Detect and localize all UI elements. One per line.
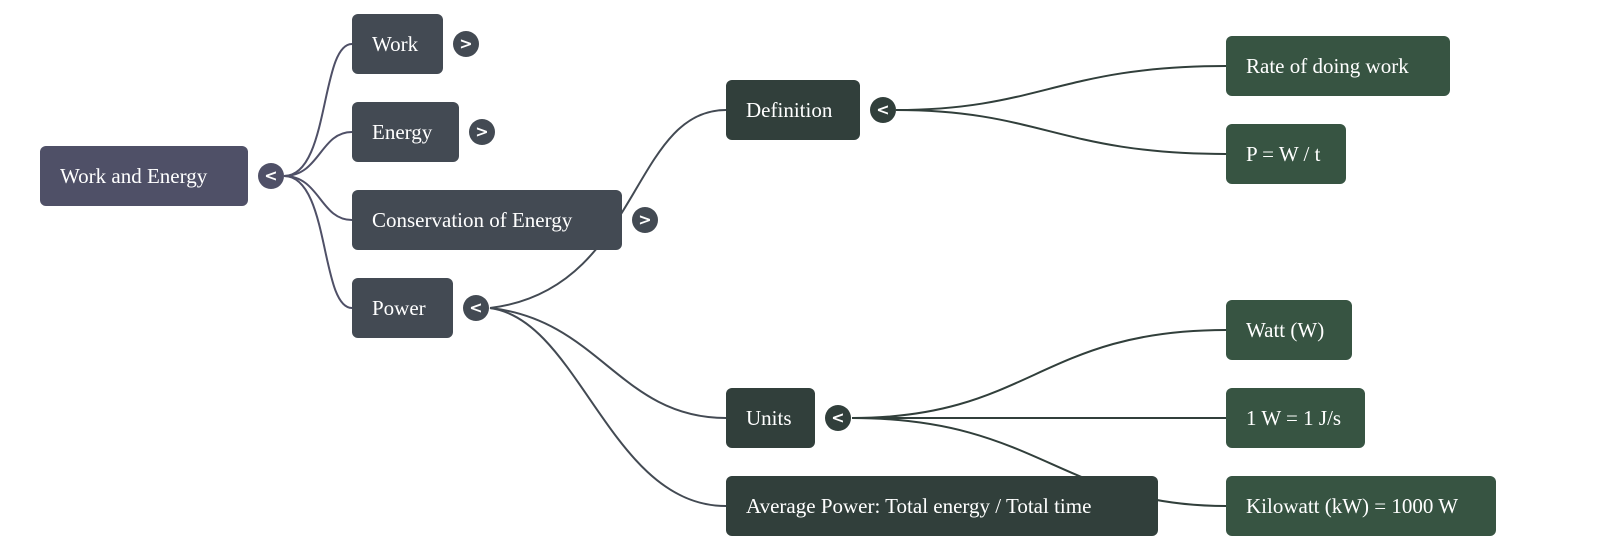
branch-node-energy[interactable]: Energy	[352, 102, 459, 162]
leaf-label: Watt (W)	[1246, 318, 1325, 342]
edge-definition-rate	[895, 65, 1227, 111]
subbranch-node-average-power[interactable]: Average Power: Total energy / Total time	[726, 476, 1158, 536]
subbranch-label-average-power: Average Power: Total energy / Total time	[746, 494, 1092, 518]
collapse-toggle-icon[interactable]: <	[825, 405, 851, 431]
subbranch-node-units[interactable]: Units	[726, 388, 815, 448]
edge-root-energy	[283, 131, 353, 177]
expand-toggle-icon[interactable]: >	[632, 207, 658, 233]
subbranch-label-units: Units	[746, 406, 792, 430]
leaf-label: Rate of doing work	[1246, 54, 1409, 78]
leaf-label: Kilowatt (kW) = 1000 W	[1246, 494, 1459, 518]
branch-label-conservation: Conservation of Energy	[372, 208, 573, 232]
expand-toggle-icon[interactable]: >	[469, 119, 495, 145]
branch-node-conservation-of-energy[interactable]: Conservation of Energy	[352, 190, 622, 250]
edge-units-watt	[851, 329, 1227, 419]
branch-node-work[interactable]: Work	[352, 14, 443, 74]
edge-definition-formula	[895, 109, 1227, 155]
leaf-node-watt-definition[interactable]: 1 W = 1 J/s	[1226, 388, 1365, 448]
leaf-node-watt[interactable]: Watt (W)	[1226, 300, 1352, 360]
collapse-toggle-icon[interactable]: <	[463, 295, 489, 321]
leaf-label: P = W / t	[1246, 142, 1321, 166]
edge-power-units	[489, 307, 727, 419]
branch-node-power[interactable]: Power	[352, 278, 453, 338]
edge-power-definition	[489, 109, 727, 309]
edge-root-power	[283, 175, 353, 309]
subbranch-label-definition: Definition	[746, 98, 833, 122]
branch-label-work: Work	[372, 32, 419, 56]
root-node-label: Work and Energy	[60, 164, 208, 188]
collapse-toggle-icon[interactable]: <	[258, 163, 284, 189]
branch-label-energy: Energy	[372, 120, 433, 144]
subbranch-node-definition[interactable]: Definition	[726, 80, 860, 140]
collapse-toggle-icon[interactable]: <	[870, 97, 896, 123]
edge-power-average	[489, 307, 727, 507]
branch-label-power: Power	[372, 296, 426, 320]
leaf-node-rate-of-doing-work[interactable]: Rate of doing work	[1226, 36, 1450, 96]
edge-root-work	[283, 43, 353, 177]
edge-units-kilowatt	[851, 417, 1227, 507]
root-node[interactable]: Work and Energy	[40, 146, 248, 206]
leaf-label: 1 W = 1 J/s	[1246, 406, 1342, 430]
expand-toggle-icon[interactable]: >	[453, 31, 479, 57]
edge-root-conservation	[283, 175, 353, 221]
leaf-node-power-formula[interactable]: P = W / t	[1226, 124, 1346, 184]
leaf-node-kilowatt[interactable]: Kilowatt (kW) = 1000 W	[1226, 476, 1496, 536]
